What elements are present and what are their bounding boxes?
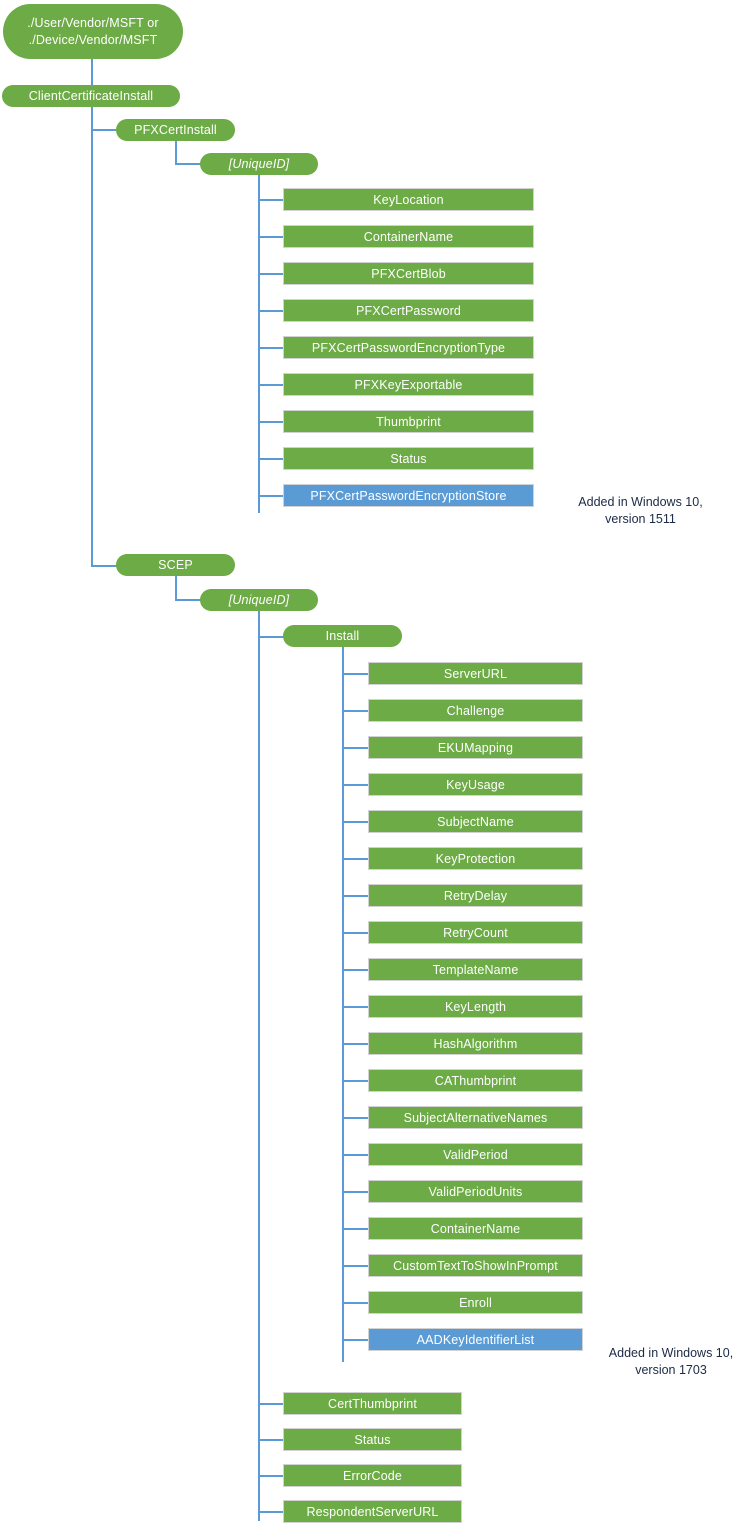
connector-stub: [258, 1438, 283, 1441]
node-pfx-unique-id[interactable]: [UniqueID]: [200, 153, 318, 175]
node-leaf-keylocation[interactable]: KeyLocation: [283, 188, 534, 211]
annotation-pfx-added-in: Added in Windows 10, version 1511: [578, 495, 703, 526]
connector-stub: [342, 1079, 368, 1082]
node-leaf-keyprotection[interactable]: KeyProtection: [368, 847, 583, 870]
node-leaf-ekumapping[interactable]: EKUMapping: [368, 736, 583, 759]
connector-stub: [342, 1042, 368, 1045]
connector-scep-spine: [258, 611, 260, 1521]
connector-stub: [258, 346, 283, 349]
connector-stub: [258, 235, 283, 238]
connector-stub: [342, 1153, 368, 1156]
connector-pfx-to-uniqueid-h: [175, 163, 202, 165]
node-scep[interactable]: SCEP: [116, 554, 235, 576]
connector-pfx-to-uniqueid-v: [175, 141, 177, 164]
connector-stub: [258, 457, 283, 460]
node-leaf-validperiodunits[interactable]: ValidPeriodUnits: [368, 1180, 583, 1203]
node-scep-unique-id[interactable]: [UniqueID]: [200, 589, 318, 611]
connector-stub: [342, 672, 368, 675]
connector-stub: [342, 1190, 368, 1193]
node-leaf-errorcode[interactable]: ErrorCode: [283, 1464, 462, 1487]
connector-stub: [258, 309, 283, 312]
connector-stub: [342, 820, 368, 823]
node-leaf-status[interactable]: Status: [283, 447, 534, 470]
node-leaf-containername[interactable]: ContainerName: [368, 1217, 583, 1240]
connector-stub: [342, 857, 368, 860]
node-leaf-challenge[interactable]: Challenge: [368, 699, 583, 722]
connector-stub: [258, 198, 283, 201]
connector-stub: [258, 1510, 283, 1513]
connector-stub: [342, 894, 368, 897]
connector-stub: [342, 783, 368, 786]
node-client-certificate-install[interactable]: ClientCertificateInstall: [2, 85, 180, 107]
node-leaf-retrydelay[interactable]: RetryDelay: [368, 884, 583, 907]
node-leaf-pfxcertpasswordencryptiontype[interactable]: PFXCertPasswordEncryptionType: [283, 336, 534, 359]
node-leaf-validperiod[interactable]: ValidPeriod: [368, 1143, 583, 1166]
node-leaf-retrycount[interactable]: RetryCount: [368, 921, 583, 944]
connector-scep-to-uniqueid-h: [175, 599, 202, 601]
connector-stub: [258, 1474, 283, 1477]
connector-cci-to-scep: [91, 565, 117, 567]
node-leaf-pfxcertblob[interactable]: PFXCertBlob: [283, 262, 534, 285]
connector-scep-to-uniqueid-v: [175, 576, 177, 600]
connector-stub: [342, 968, 368, 971]
annotation-scep-added-in: Added in Windows 10, version 1703: [608, 1346, 734, 1377]
connector-scep-to-install: [258, 636, 285, 638]
connector-stub: [258, 272, 283, 275]
connector-install-spine: [342, 647, 344, 1362]
node-leaf-status[interactable]: Status: [283, 1428, 462, 1451]
node-leaf-respondentserverurl[interactable]: RespondentServerURL: [283, 1500, 462, 1523]
connector-root-to-cci: [91, 59, 93, 86]
node-leaf-subjectalternativenames[interactable]: SubjectAlternativeNames: [368, 1106, 583, 1129]
node-leaf-serverurl[interactable]: ServerURL: [368, 662, 583, 685]
node-leaf-cathumbprint[interactable]: CAThumbprint: [368, 1069, 583, 1092]
node-leaf-templatename[interactable]: TemplateName: [368, 958, 583, 981]
connector-stub: [342, 1338, 368, 1341]
connector-stub: [342, 931, 368, 934]
node-leaf-enroll[interactable]: Enroll: [368, 1291, 583, 1314]
node-leaf-subjectname[interactable]: SubjectName: [368, 810, 583, 833]
connector-stub: [258, 383, 283, 386]
node-leaf-pfxcertpassword[interactable]: PFXCertPassword: [283, 299, 534, 322]
node-leaf-keyusage[interactable]: KeyUsage: [368, 773, 583, 796]
node-leaf-hashalgorithm[interactable]: HashAlgorithm: [368, 1032, 583, 1055]
node-leaf-thumbprint[interactable]: Thumbprint: [283, 410, 534, 433]
connector-pfx-spine: [258, 175, 260, 513]
node-leaf-pfxcertpasswordencryptionstore[interactable]: PFXCertPasswordEncryptionStore: [283, 484, 534, 507]
connector-cci-to-pfx: [91, 129, 117, 131]
connector-stub: [342, 1227, 368, 1230]
connector-stub: [258, 420, 283, 423]
node-pfx-cert-install[interactable]: PFXCertInstall: [116, 119, 235, 141]
node-leaf-keylength[interactable]: KeyLength: [368, 995, 583, 1018]
node-leaf-customtexttoshowinprompt[interactable]: CustomTextToShowInPrompt: [368, 1254, 583, 1277]
connector-stub: [342, 1005, 368, 1008]
connector-stub: [342, 1264, 368, 1267]
connector-stub: [258, 1402, 283, 1405]
connector-cci-trunk: [91, 107, 93, 567]
node-install[interactable]: Install: [283, 625, 402, 647]
node-root-path[interactable]: ./User/Vendor/MSFT or ./Device/Vendor/MS…: [3, 4, 183, 59]
connector-stub: [342, 1301, 368, 1304]
connector-stub: [258, 494, 283, 497]
connector-stub: [342, 1116, 368, 1119]
node-leaf-pfxkeyexportable[interactable]: PFXKeyExportable: [283, 373, 534, 396]
connector-stub: [342, 709, 368, 712]
node-leaf-aadkeyidentifierlist[interactable]: AADKeyIdentifierList: [368, 1328, 583, 1351]
connector-stub: [342, 746, 368, 749]
node-leaf-containername[interactable]: ContainerName: [283, 225, 534, 248]
node-leaf-certthumbprint[interactable]: CertThumbprint: [283, 1392, 462, 1415]
